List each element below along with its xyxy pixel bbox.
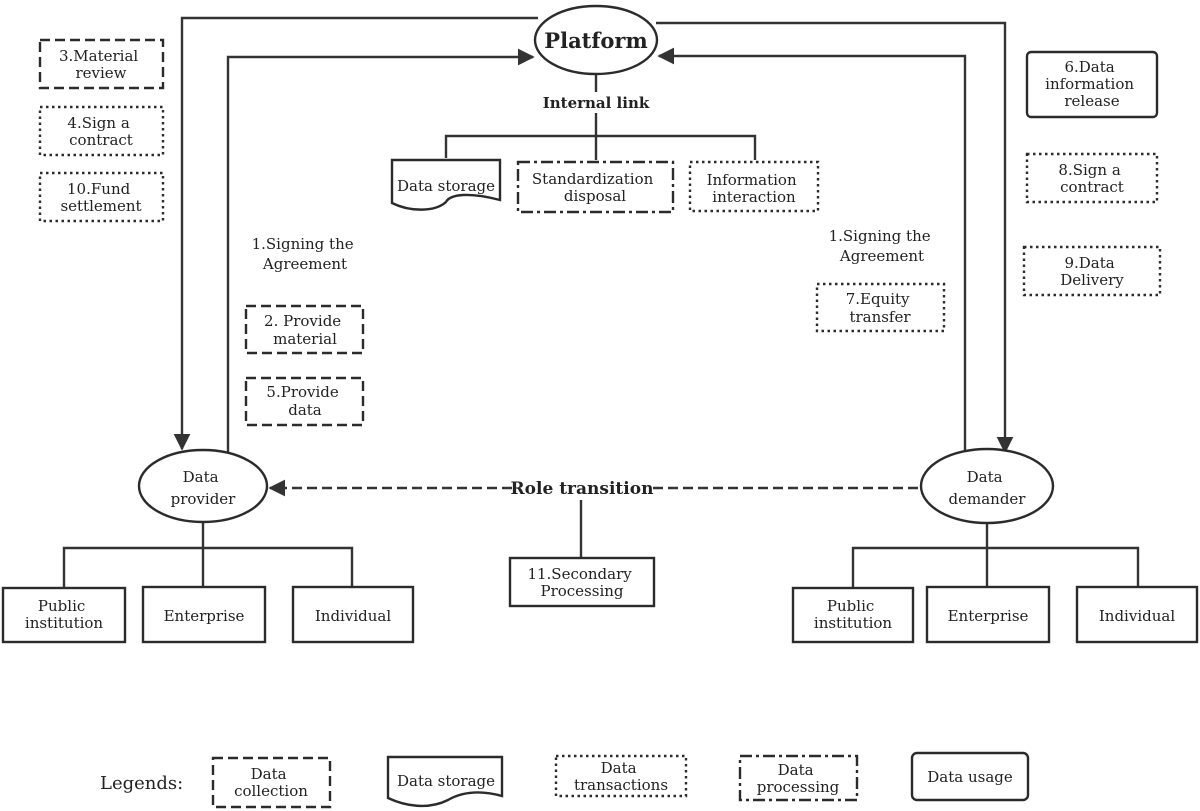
legend-data-usage-swatch: [910, 751, 1030, 802]
platform-to-provider-arrow: [173, 16, 538, 451]
sign-contract-left-step: [38, 105, 165, 157]
legend-data-transactions-label: Data transactions: [574, 759, 668, 794]
legend-title: Legends:: [100, 773, 183, 794]
data-demander-label: Data demander: [949, 468, 1027, 508]
legend-data-usage-label: Data usage: [927, 768, 1013, 786]
data-delivery-step: [1022, 245, 1162, 297]
demander-individual-node: [1075, 585, 1199, 644]
legend-data-storage-label: Data storage: [397, 772, 495, 790]
demander-public-institution-node: [791, 586, 915, 644]
secondary-processing-label: 11.Secondary Processing: [527, 565, 636, 600]
demander-public-institution-label: Public institution: [814, 597, 893, 632]
fund-settlement-label: 10.Fund settlement: [60, 180, 141, 215]
standardization-node: [516, 160, 675, 214]
secondary-processing-node: [508, 556, 656, 608]
demander-enterprise-node: [925, 585, 1051, 644]
legend-data-processing-label: Data processing: [757, 761, 840, 796]
data-delivery-label: 9.Data Delivery: [1060, 254, 1124, 289]
equity-transfer-label: 7.Equity transfer: [846, 290, 915, 326]
demander-individual-label: Individual: [1099, 607, 1175, 625]
standardization-label: Standardization disposal: [532, 170, 658, 205]
data-storage-label: Data storage: [397, 177, 495, 195]
data-info-release-step: [1025, 50, 1159, 119]
data-storage-node: [390, 158, 502, 211]
provider-enterprise-node: [141, 585, 267, 644]
role-transition-label: Role transition: [511, 479, 654, 499]
provider-tree-branch: [62, 546, 354, 588]
information-node: [688, 160, 820, 213]
data-demander-node: [919, 447, 1055, 525]
platform-label: Platform: [544, 28, 647, 53]
data-info-release-label: 6.Data information release: [1045, 58, 1139, 110]
sign-contract-right-step: [1025, 152, 1159, 204]
platform-node: [533, 4, 659, 76]
data-provider-label: Data provider: [171, 468, 237, 508]
internal-link-branch: [444, 134, 757, 160]
material-review-label: 3.Material review: [59, 47, 143, 82]
data-provider-node: [137, 448, 269, 524]
provider-individual-label: Individual: [315, 607, 391, 625]
sign-contract-right-label: 8.Sign a contract: [1058, 161, 1125, 196]
legend-data-collection-swatch: [211, 756, 332, 809]
legend-data-processing-swatch: [738, 754, 859, 802]
internal-link-label: Internal link: [543, 94, 650, 112]
provider-individual-node: [291, 585, 415, 644]
signing-agreement-right-label: 1.Signing the Agreement: [829, 227, 936, 265]
legend-data-storage-swatch: [386, 755, 504, 808]
demander-enterprise-label: Enterprise: [948, 607, 1029, 625]
fund-settlement-step: [38, 171, 165, 223]
equity-transfer-step: [815, 282, 946, 333]
platform-to-demander-arrow: [656, 21, 1014, 454]
provide-data-label: 5.Provide data: [266, 383, 343, 419]
provide-material-label: 2. Provide material: [264, 312, 346, 348]
legend-data-transactions-swatch: [554, 754, 688, 798]
signing-agreement-left-label: 1.Signing the Agreement: [252, 235, 359, 273]
demander-to-platform-arrow: [657, 47, 967, 455]
provider-to-platform-arrow: [226, 48, 535, 455]
information-label: Information interaction: [707, 171, 802, 206]
sign-contract-left-label: 4.Sign a contract: [67, 114, 134, 149]
provider-public-institution-node: [1, 586, 127, 644]
provider-public-institution-label: Public institution: [25, 597, 104, 632]
demander-tree-branch: [851, 546, 1140, 588]
legend-data-collection-label: Data collection: [234, 765, 308, 800]
material-review-step: [38, 38, 165, 90]
provide-data-step: [244, 376, 365, 427]
provide-material-step: [244, 304, 365, 355]
provider-enterprise-label: Enterprise: [164, 607, 245, 625]
